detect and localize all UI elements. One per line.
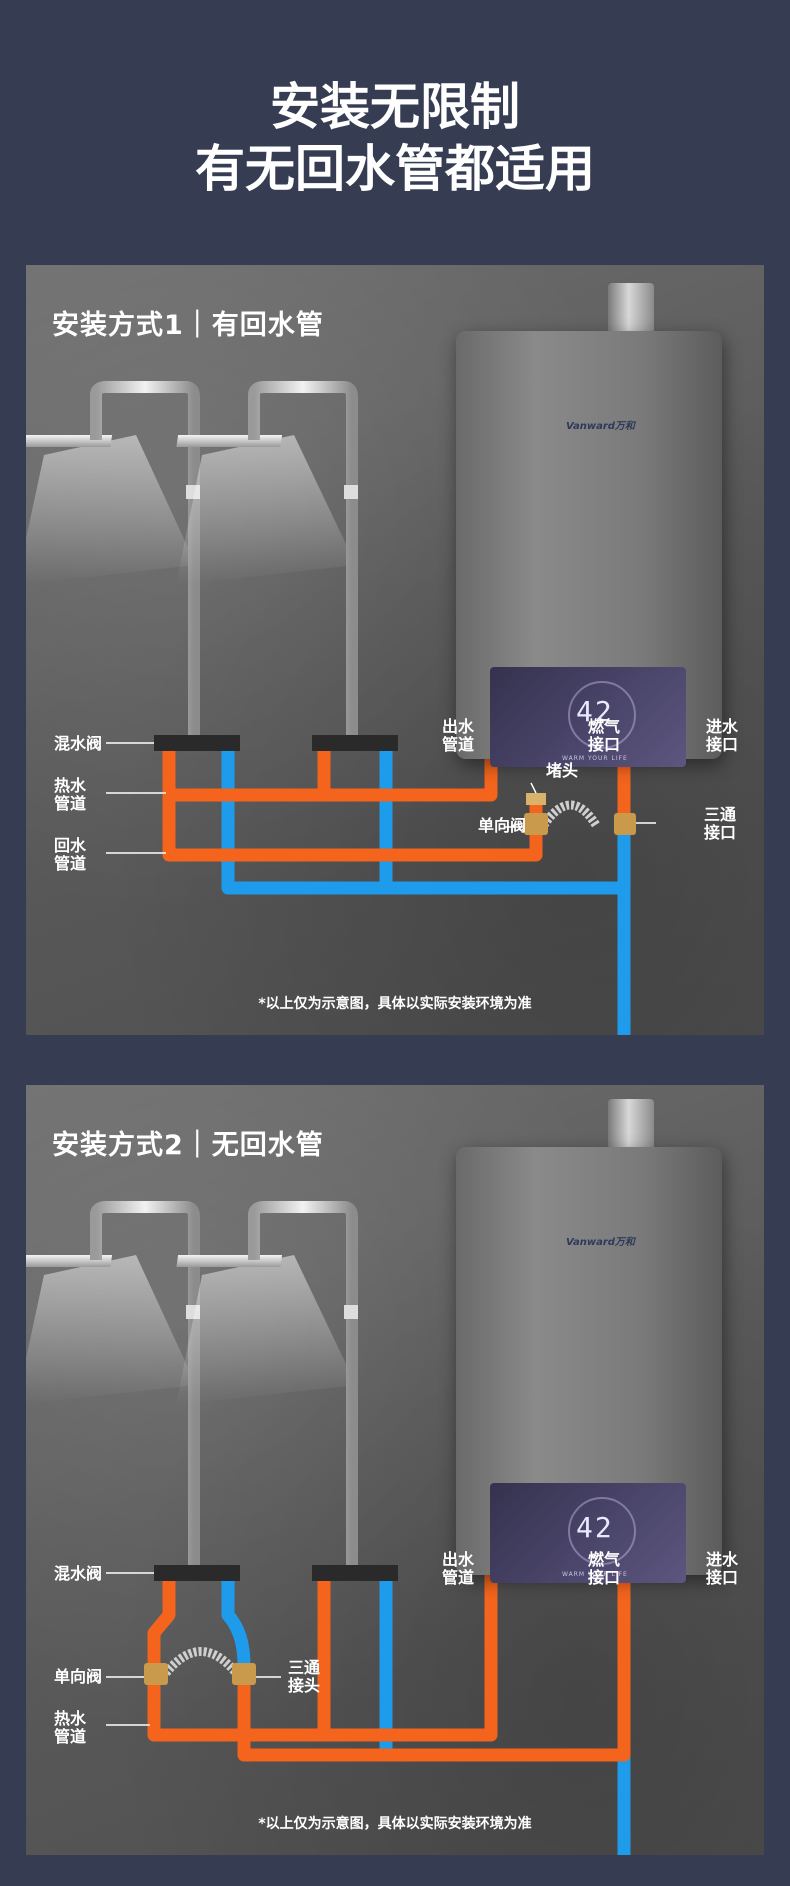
mixing-valve-right [312, 1565, 398, 1581]
disclaimer-note-1: *以上仅为示意图，具体以实际安装环境为准 [258, 996, 532, 1012]
label-tee: 三通接口 [704, 805, 737, 842]
label-check-valve: 单向阀 [54, 1667, 103, 1686]
label-inlet: 进水接口 [706, 1550, 739, 1587]
shower-right [176, 1201, 358, 1565]
installation-panel-2: 安装方式2｜无回水管 Vanward万和 42 WARM YOUR LIFE 混… [26, 1085, 764, 1855]
section-2-heading: 安装方式2｜无回水管 [52, 1130, 324, 1161]
installation-diagram-1 [26, 381, 656, 1035]
temperature-display: 42 [576, 1511, 614, 1544]
check-valve [524, 813, 548, 835]
control-panel: 42 WARM YOUR LIFE [490, 667, 686, 767]
label-hot-pipe: 热水管道 [54, 1709, 87, 1746]
label-tee: 三通接头 [288, 1658, 321, 1695]
display-ring [568, 681, 636, 749]
flue-pipe [608, 1099, 654, 1149]
disclaimer-note-2: *以上仅为示意图，具体以实际安装环境为准 [258, 1816, 532, 1832]
cold-pipes [221, 735, 631, 1035]
control-panel: 42 WARM YOUR LIFE [490, 1483, 686, 1583]
slogan: WARM YOUR LIFE [562, 755, 628, 762]
mixing-valve-right [312, 735, 398, 751]
mixing-valve-left [154, 735, 240, 751]
label-inlet: 进水接口 [706, 717, 739, 754]
label-check-valve: 单向阀 [478, 816, 527, 835]
installation-panel-1: 安装方式1｜有回水管 Vanward万和 42 WARM YOUR LIFE 混… [26, 265, 764, 1035]
label-plug: 堵头 [546, 761, 579, 780]
installation-diagram-2 [26, 1201, 656, 1855]
check-valve [144, 1663, 168, 1685]
section-1-heading: 安装方式1｜有回水管 [52, 310, 324, 341]
label-mixing-valve: 混水阀 [54, 734, 103, 753]
flex-hose [162, 1647, 240, 1676]
shower-right [176, 381, 358, 735]
shower-left [26, 1201, 200, 1565]
label-return-pipe: 回水管道 [54, 836, 87, 873]
label-hot-pipe: 热水管道 [54, 776, 87, 813]
display-ring [568, 1497, 636, 1565]
heater-body: Vanward万和 42 WARM YOUR LIFE [456, 1147, 722, 1583]
temperature-display: 42 [576, 695, 614, 728]
plug [526, 793, 546, 805]
tee-connector [232, 1663, 256, 1685]
slogan: WARM YOUR LIFE [562, 1571, 628, 1578]
label-outlet: 出水管道 [442, 1550, 475, 1587]
label-gas: 燃气接口 [588, 1550, 621, 1587]
flue-pipe [608, 283, 654, 333]
label-mixing-valve: 混水阀 [54, 1564, 103, 1583]
tee-connector [614, 813, 636, 835]
leader-lines [106, 727, 656, 854]
heater-body: Vanward万和 42 WARM YOUR LIFE [456, 331, 722, 767]
mixing-valve-left [154, 1565, 240, 1581]
title-line-1: 安装无限制 [270, 78, 520, 136]
label-outlet: 出水管道 [442, 717, 475, 754]
shower-left [26, 381, 200, 735]
title-line-2: 有无回水管都适用 [195, 140, 595, 198]
flex-hose [540, 800, 600, 828]
brand-logo: Vanward万和 [566, 421, 635, 432]
label-gas: 燃气接口 [588, 717, 621, 754]
brand-logo: Vanward万和 [566, 1237, 635, 1248]
